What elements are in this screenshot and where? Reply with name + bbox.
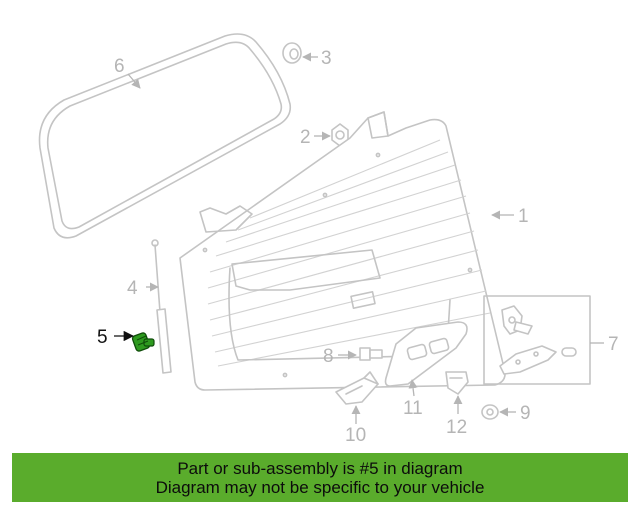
part-4-support-cylinder <box>151 239 172 374</box>
parts-diagram: 1 2 3 4 5 6 7 8 9 10 11 12 <box>38 33 619 446</box>
callout-6: 6 <box>114 56 125 77</box>
part-10-bracket <box>335 371 379 405</box>
callout-7: 7 <box>608 334 619 355</box>
callout-12: 12 <box>446 417 467 438</box>
callout-8: 8 <box>323 346 334 367</box>
callout-9: 9 <box>520 403 531 424</box>
callout-11: 11 <box>403 398 423 419</box>
defroster-grid <box>207 139 491 367</box>
part-11-brake-light <box>384 321 468 387</box>
part-8-screw <box>359 347 383 361</box>
callout-10: 10 <box>345 425 366 446</box>
callout-2: 2 <box>300 127 311 148</box>
callout-4: 4 <box>127 278 138 299</box>
leader-11 <box>408 379 418 397</box>
info-banner: Part or sub-assembly is #5 in diagram Di… <box>12 453 628 502</box>
callout-5: 5 <box>97 327 108 348</box>
banner-line-2: Diagram may not be specific to your vehi… <box>155 477 485 497</box>
part-7-hinge-kit <box>483 295 591 385</box>
part-9-clip <box>481 404 499 420</box>
leader-6 <box>127 73 141 89</box>
banner-line-1: Part or sub-assembly is #5 in diagram <box>177 458 463 478</box>
callout-3: 3 <box>321 48 332 69</box>
part-5-bolt <box>131 332 155 352</box>
callout-1: 1 <box>518 206 529 227</box>
part-6-weatherstrip <box>38 33 292 239</box>
leader-lines <box>114 52 604 424</box>
part-3-bumper <box>282 42 302 64</box>
part-12-retainer <box>445 371 469 395</box>
callout-labels: 1 2 3 4 5 6 7 8 9 10 11 12 <box>97 48 619 446</box>
